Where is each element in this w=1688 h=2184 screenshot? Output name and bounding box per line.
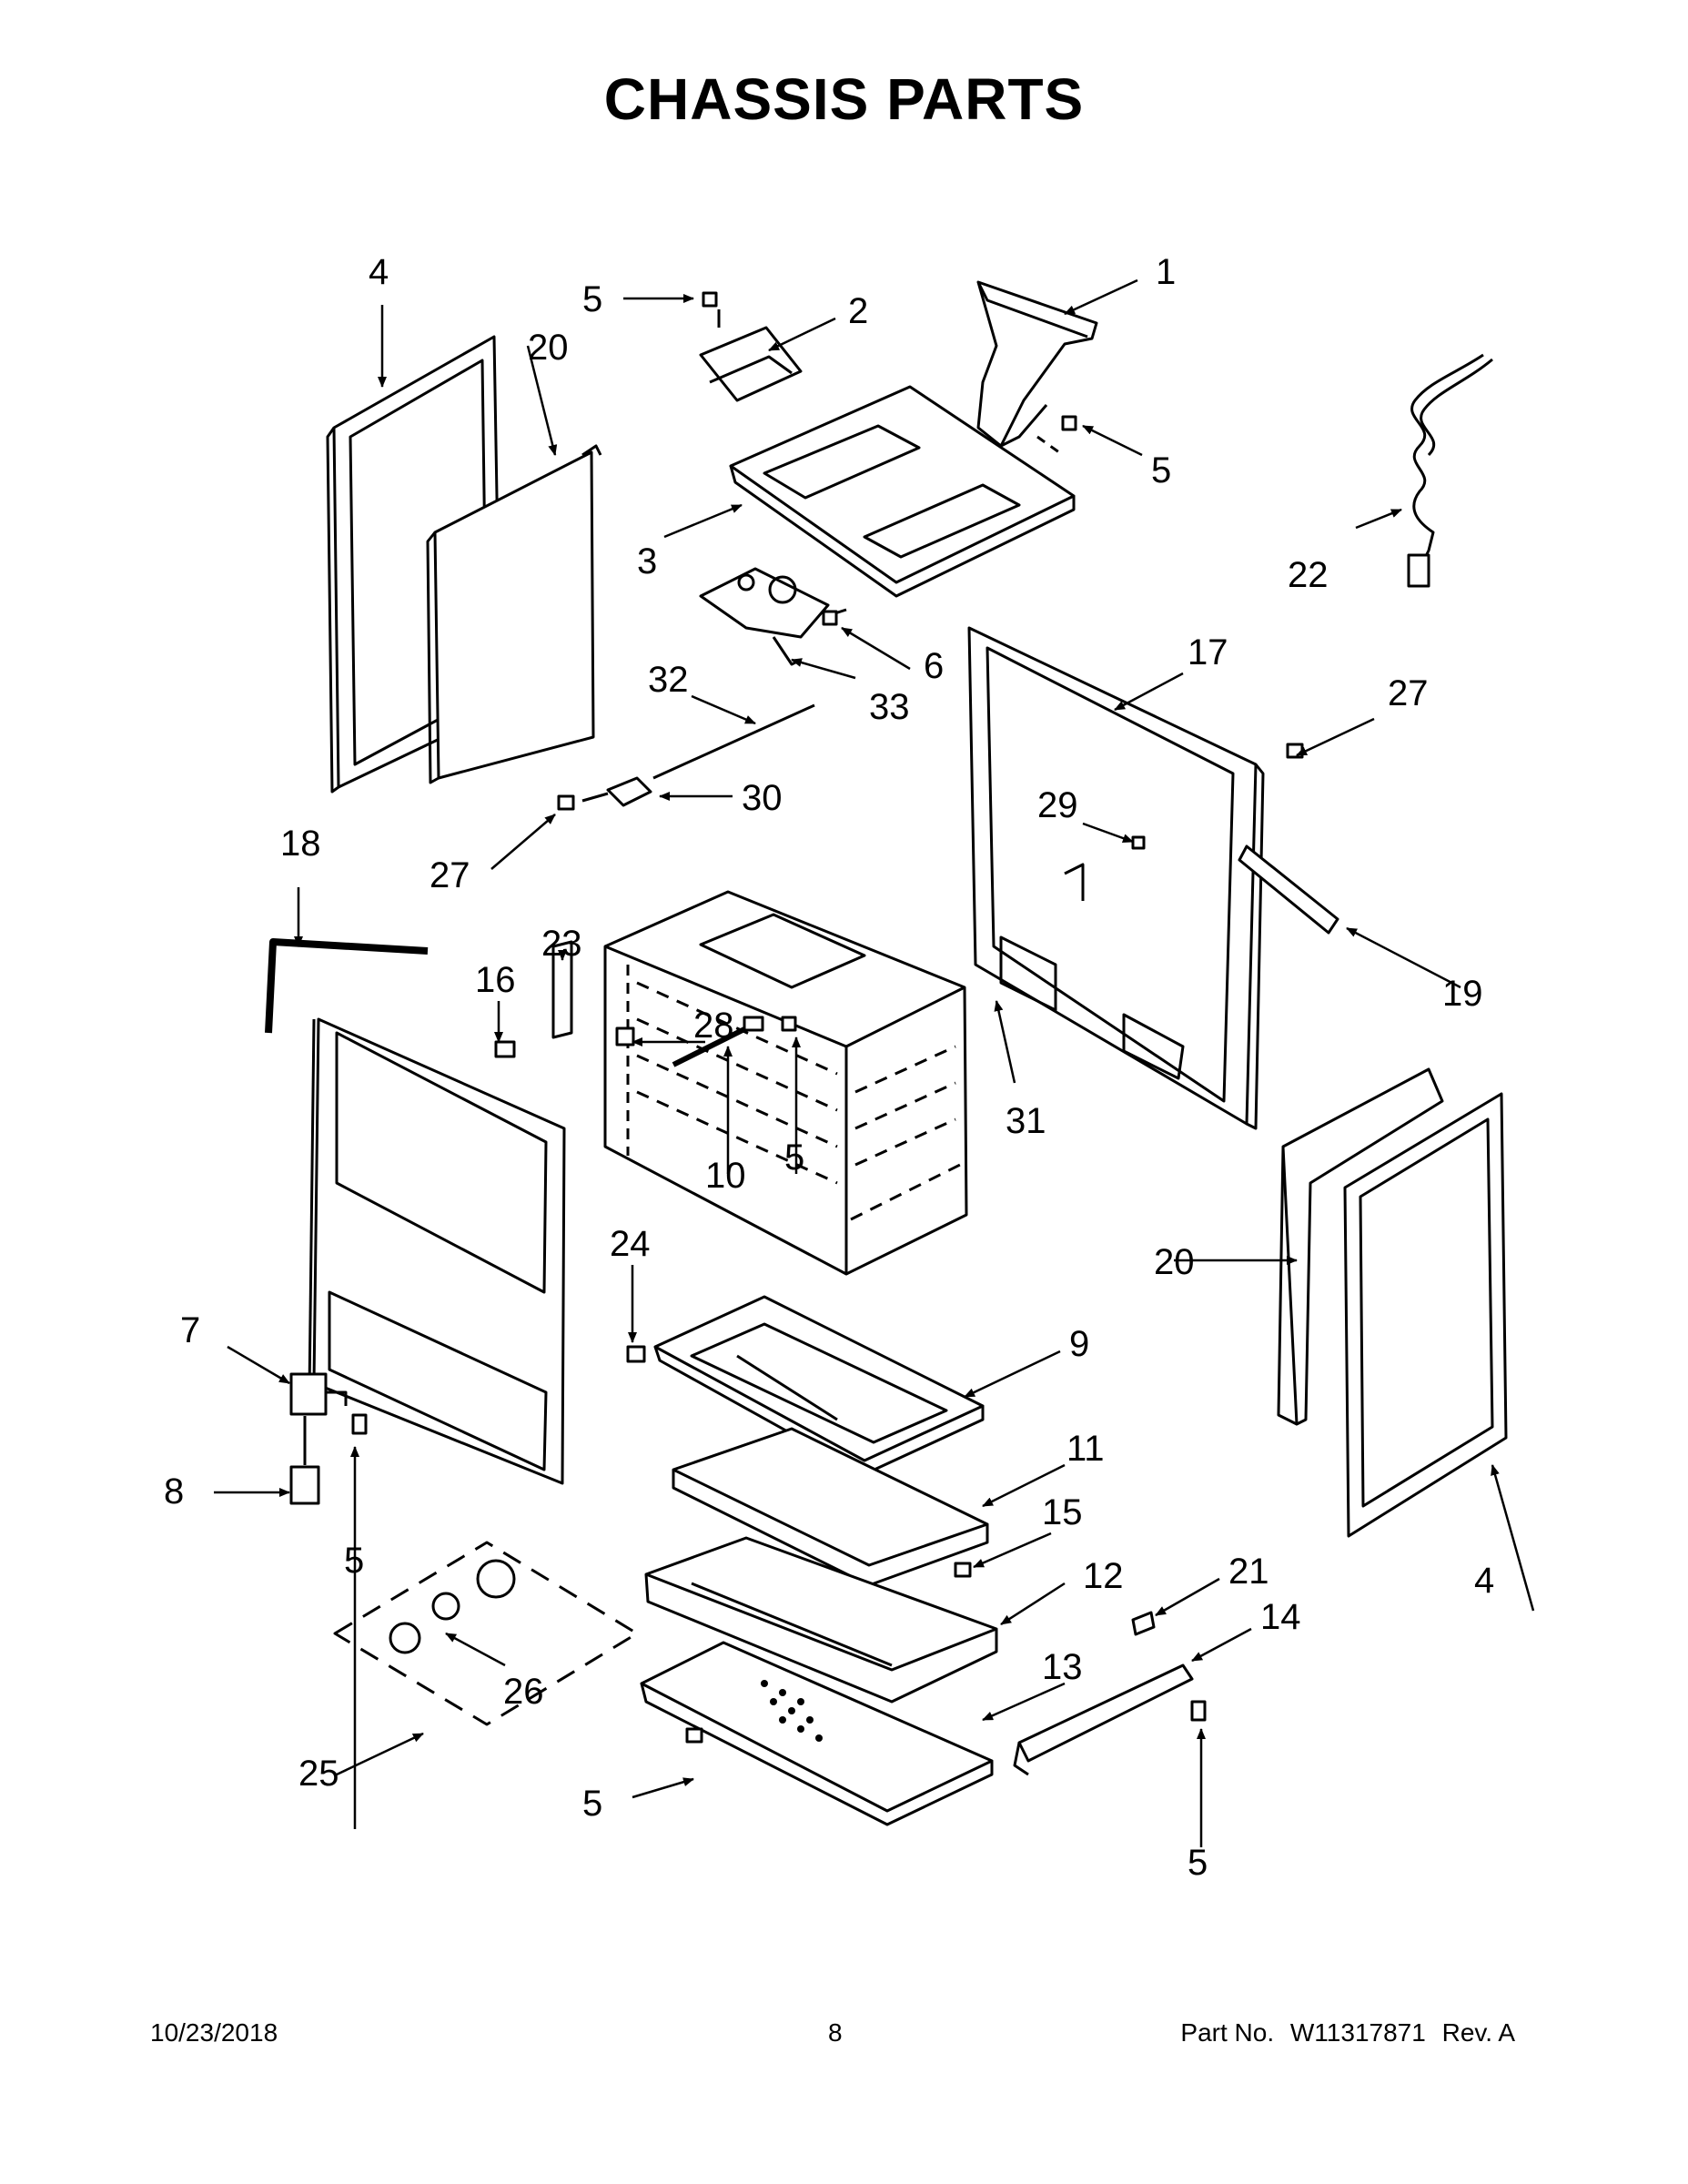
knob-part — [389, 1559, 516, 1654]
door-gasket-part — [265, 938, 429, 1034]
side-panel-right-part — [1343, 1092, 1508, 1538]
callout-11: 11 — [1066, 1429, 1105, 1469]
bottom-panel-part — [640, 1641, 994, 1826]
callout-9: 9 — [1069, 1324, 1089, 1364]
callout-26: 26 — [503, 1672, 544, 1712]
bracket-part — [699, 309, 803, 402]
callout-5-valve: 5 — [344, 1541, 364, 1581]
rod-part — [652, 703, 815, 780]
callout-15: 15 — [1042, 1492, 1083, 1532]
hinge-bracket-part — [551, 940, 573, 1039]
bracket-28-part — [615, 1026, 635, 1046]
callout-5-top: 5 — [582, 279, 602, 319]
callout-13: 13 — [1042, 1647, 1083, 1687]
callout-14: 14 — [1260, 1597, 1301, 1637]
callout-7: 7 — [180, 1310, 200, 1350]
callout-16: 16 — [475, 960, 516, 1000]
callout-27-right: 27 — [1388, 673, 1429, 713]
callout-30: 30 — [742, 778, 783, 818]
callout-27-left: 27 — [430, 855, 470, 895]
leveling-rail-part — [1013, 1663, 1194, 1776]
callout-17: 17 — [1188, 632, 1228, 672]
callout-23: 23 — [541, 924, 582, 964]
callout-labels: 1 2 3 4 4 5 5 5 5 5 5 6 7 8 9 10 11 12 1… — [164, 252, 1494, 1883]
callout-29: 29 — [1037, 785, 1078, 825]
callout-24: 24 — [610, 1224, 651, 1264]
callout-25: 25 — [298, 1754, 339, 1794]
top-panel-part — [729, 385, 1076, 598]
callout-22: 22 — [1288, 555, 1329, 595]
callout-33: 33 — [869, 687, 910, 727]
leader-lines — [214, 278, 1535, 1847]
callout-12: 12 — [1083, 1556, 1124, 1596]
callout-5-duct: 5 — [1151, 450, 1171, 490]
callout-21: 21 — [1228, 1552, 1269, 1592]
side-insulation-right-part — [1277, 1067, 1444, 1426]
page-title: CHASSIS PARTS — [603, 66, 1085, 132]
screw-16-part — [494, 1040, 516, 1058]
callout-5-rail: 5 — [1188, 1843, 1208, 1883]
callout-18: 18 — [280, 824, 321, 864]
callout-2: 2 — [848, 291, 868, 331]
broiler-drawer-part — [644, 1536, 998, 1704]
knob-kit-outline — [333, 1541, 639, 1726]
callout-6: 6 — [924, 646, 944, 686]
footer-date: 10/23/2018 — [150, 2018, 278, 2047]
callout-1: 1 — [1156, 252, 1176, 292]
rear-panel-part — [967, 626, 1265, 1130]
callout-31: 31 — [1006, 1101, 1046, 1141]
vent-duct-part — [976, 280, 1098, 457]
footer-page-number: 8 — [828, 2018, 843, 2047]
side-insulation-left-part — [426, 444, 602, 784]
callout-10: 10 — [705, 1156, 746, 1196]
rear-rail-part — [1238, 844, 1339, 935]
callout-20-right: 20 — [1154, 1242, 1195, 1282]
callout-8: 8 — [164, 1471, 184, 1512]
callout-3: 3 — [637, 541, 657, 581]
footer-part-info: Part No. W11317871 Rev. A — [1171, 2018, 1515, 2048]
callout-4-right: 4 — [1474, 1561, 1494, 1601]
leveling-leg-part — [289, 1465, 320, 1505]
callout-20-left: 20 — [528, 328, 569, 368]
part-number-label: Part No. — [1180, 2018, 1275, 2047]
igniter-part — [672, 1016, 764, 1067]
part-number-value: W11317871 — [1289, 2018, 1426, 2047]
callout-5-cavity: 5 — [784, 1138, 804, 1178]
callout-4-left: 4 — [369, 252, 389, 292]
front-frame-part — [308, 1017, 566, 1485]
oven-cavity-part — [603, 890, 968, 1276]
callout-19: 19 — [1442, 974, 1483, 1014]
valve-part — [289, 1372, 348, 1465]
revision-label: Rev. A — [1441, 2018, 1515, 2047]
clip-21-part — [1131, 1611, 1156, 1636]
callout-32: 32 — [648, 660, 689, 700]
clip-part — [581, 776, 652, 807]
callout-5-bottom: 5 — [582, 1784, 602, 1824]
screw-set — [351, 291, 1304, 1744]
callout-28: 28 — [693, 1006, 734, 1046]
power-cord-part — [1407, 353, 1493, 588]
